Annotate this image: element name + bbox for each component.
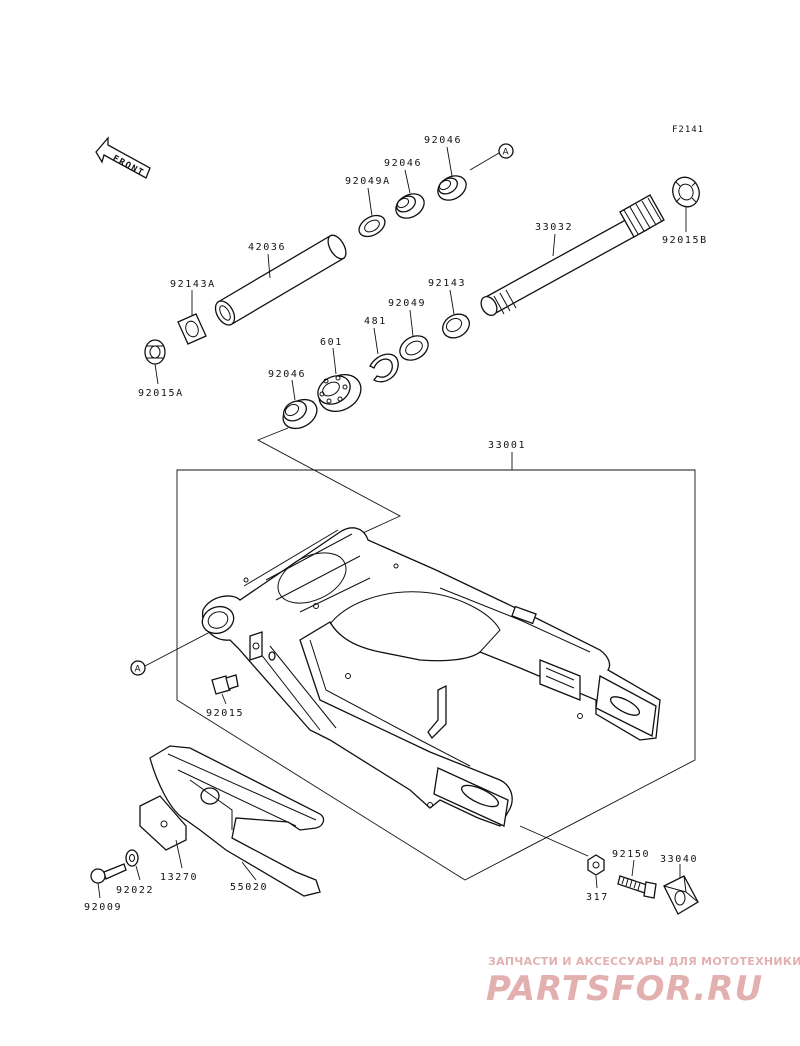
label-92015a: 92015A: [138, 388, 184, 399]
part-92046-mid-needle-bearing: [395, 169, 425, 219]
part-92022-washer: [125, 849, 141, 881]
swingarm-assembly-bracket: [176, 452, 696, 881]
axle-hardware-leader: [519, 825, 589, 857]
label-92046-low: 92046: [268, 369, 306, 380]
part-42036-sleeve: [214, 234, 347, 326]
part-92049a-oil-seal: [358, 187, 386, 238]
label-92015: 92015: [206, 708, 244, 719]
front-arrow-icon: FRONT: [95, 136, 151, 179]
label-92046-top: 92046: [424, 135, 462, 146]
label-92150: 92150: [612, 849, 650, 860]
label-317: 317: [586, 892, 609, 903]
part-92046-lower-needle-bearing: [282, 379, 318, 430]
label-92049a: 92049A: [345, 176, 391, 187]
callout-a-lower: A: [130, 631, 211, 676]
watermark-tagline: ЗАПЧАСТИ И АКСЕССУАРЫ ДЛЯ МОТОТЕХНИКИ: [488, 955, 800, 968]
label-42036: 42036: [248, 242, 286, 253]
part-92009-screw: [90, 863, 127, 899]
label-92015b: 92015B: [662, 235, 708, 246]
swingarm-body: [201, 527, 661, 827]
label-33040: 33040: [660, 854, 698, 865]
callout-a-top-letter: A: [503, 148, 510, 158]
bearing-stack-leader: [256, 427, 402, 549]
callout-a-lower-letter: A: [135, 665, 142, 675]
label-55020: 55020: [230, 882, 268, 893]
part-55020-chain-guide: [149, 745, 325, 897]
part-92015a-nut: [144, 339, 166, 385]
part-33040-chain-adjuster-block: [663, 864, 699, 915]
label-92022: 92022: [116, 885, 154, 896]
part-13270-plate: [139, 795, 187, 869]
label-33032: 33032: [535, 222, 573, 233]
part-92015-bolt: [211, 674, 239, 705]
figure-reference: F2141: [672, 125, 704, 135]
part-pivot-washer: [249, 631, 276, 661]
label-13270: 13270: [160, 872, 198, 883]
part-92143a-collar: [177, 290, 207, 345]
part-92049-oil-seal: [399, 309, 429, 361]
label-601: 601: [320, 337, 343, 348]
label-92143: 92143: [428, 278, 466, 289]
callout-a-top: A: [469, 143, 514, 171]
part-92015b-nut: [672, 176, 700, 232]
label-92046-mid: 92046: [384, 158, 422, 169]
watermark-logo: PARTSFOR.RU: [486, 969, 763, 1009]
part-317-nut: [587, 854, 605, 889]
part-92046-top-needle-bearing: [437, 146, 467, 201]
part-601-ball-bearing: [317, 347, 362, 413]
label-33001: 33001: [488, 440, 526, 451]
part-92143-collar: [442, 289, 470, 339]
part-481-circlip: [369, 327, 399, 383]
label-92143a: 92143A: [170, 279, 216, 290]
label-92009: 92009: [84, 902, 122, 913]
part-92150-adjuster-bolt: [617, 859, 657, 899]
label-481: 481: [364, 316, 387, 327]
part-33032-pivot-shaft: [480, 194, 665, 316]
label-92049: 92049: [388, 298, 426, 309]
